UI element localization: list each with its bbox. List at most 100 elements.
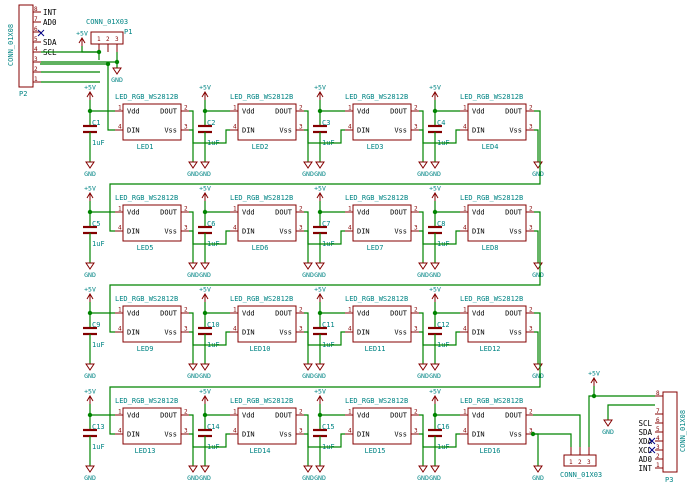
led-part-name: LED_RGB_WS2812B bbox=[115, 397, 178, 405]
wire bbox=[434, 211, 460, 213]
gnd-symbol: GND bbox=[314, 465, 326, 482]
pin-number: 1 bbox=[348, 206, 352, 213]
gnd-triangle bbox=[315, 262, 325, 270]
wire bbox=[81, 46, 100, 60]
pin-name-dout: DOUT bbox=[275, 412, 293, 420]
pin-name-vss: Vss bbox=[394, 127, 407, 135]
wire bbox=[434, 110, 460, 112]
wire bbox=[189, 110, 230, 144]
led-part-name: LED_RGB_WS2812B bbox=[345, 397, 408, 405]
gnd-triangle bbox=[315, 161, 325, 169]
gnd-triangle bbox=[533, 161, 543, 169]
pin-number: 4 bbox=[463, 124, 467, 131]
pin-number: 3 bbox=[115, 36, 119, 43]
gnd-symbol: GND bbox=[532, 465, 544, 482]
pin-name-vdd: Vdd bbox=[472, 108, 485, 116]
gnd-symbol: GND bbox=[417, 465, 429, 482]
gnd-symbol: GND bbox=[417, 262, 429, 279]
pwr-symbol: +5V bbox=[199, 388, 211, 404]
pwr-label: +5V bbox=[429, 286, 441, 294]
led-part-name: LED_RGB_WS2812B bbox=[115, 93, 178, 101]
led-ref: LED16 bbox=[479, 447, 500, 455]
wire bbox=[204, 211, 230, 213]
pin-number: 4 bbox=[233, 124, 237, 131]
pin-number: 1 bbox=[118, 409, 122, 416]
gnd-triangle bbox=[533, 465, 543, 473]
pin-name-dout: DOUT bbox=[160, 310, 178, 318]
pin-number: 4 bbox=[348, 428, 352, 435]
gnd-triangle bbox=[603, 419, 613, 427]
pin-number: 2 bbox=[299, 105, 303, 112]
pin-number: 4 bbox=[463, 225, 467, 232]
pin-number: 5 bbox=[34, 36, 38, 43]
wire bbox=[189, 211, 230, 245]
pin-number: 4 bbox=[233, 326, 237, 333]
pin-number: 1 bbox=[97, 36, 101, 43]
wire bbox=[434, 414, 460, 416]
pin-number: 4 bbox=[463, 326, 467, 333]
gnd-label: GND bbox=[84, 170, 96, 178]
gnd-label: GND bbox=[187, 474, 199, 482]
wire bbox=[419, 110, 460, 144]
gnd-triangle bbox=[430, 262, 440, 270]
gnd-label: GND bbox=[199, 170, 211, 178]
pin-name-dout: DOUT bbox=[505, 209, 523, 217]
gnd-symbol: GND bbox=[187, 161, 199, 178]
wire bbox=[319, 211, 345, 213]
no-connect-mark bbox=[648, 446, 656, 454]
gnd-triangle bbox=[85, 161, 95, 169]
gnd-label: GND bbox=[602, 428, 614, 436]
gnd-symbol: GND bbox=[84, 262, 96, 279]
gnd-symbol: GND bbox=[302, 363, 314, 380]
gnd-label: GND bbox=[187, 372, 199, 380]
gnd-symbol: GND bbox=[302, 465, 314, 482]
led-body bbox=[352, 204, 412, 242]
pin-name-dout: DOUT bbox=[505, 108, 523, 116]
gnd-symbol: GND bbox=[417, 363, 429, 380]
pin-name-vss: Vss bbox=[279, 228, 292, 236]
pwr-label: +5V bbox=[84, 388, 96, 396]
gnd-triangle bbox=[418, 465, 428, 473]
pin-number: 4 bbox=[348, 326, 352, 333]
led-ref: LED13 bbox=[134, 447, 155, 455]
led-part-name: LED_RGB_WS2812B bbox=[345, 295, 408, 303]
pin-number: 7 bbox=[34, 16, 38, 23]
pin-number: 3 bbox=[34, 56, 38, 63]
gnd-triangle bbox=[303, 363, 313, 371]
pin-name-vss: Vss bbox=[394, 431, 407, 439]
pin-name-vdd: Vdd bbox=[472, 310, 485, 318]
signal-label: SDA bbox=[638, 428, 652, 437]
pin-number: 2 bbox=[414, 206, 418, 213]
pin-number: 4 bbox=[118, 225, 122, 232]
cap-ref: C4 bbox=[437, 119, 445, 127]
wire bbox=[419, 312, 460, 346]
gnd-symbol: GND bbox=[302, 161, 314, 178]
wire bbox=[319, 414, 345, 416]
gnd-symbol: GND bbox=[187, 262, 199, 279]
wire bbox=[319, 312, 345, 314]
pin-name-din: DIN bbox=[357, 431, 370, 439]
gnd-label: GND bbox=[187, 170, 199, 178]
wire bbox=[189, 312, 230, 346]
cap-ref: C13 bbox=[92, 423, 105, 431]
led-body bbox=[237, 407, 297, 445]
pin-name-vdd: Vdd bbox=[242, 108, 255, 116]
gnd-symbol: GND bbox=[187, 465, 199, 482]
pin-name-vdd: Vdd bbox=[242, 209, 255, 217]
led-body bbox=[352, 407, 412, 445]
conn-body bbox=[18, 4, 34, 88]
cap-ref: C3 bbox=[322, 119, 330, 127]
conn-body bbox=[662, 391, 678, 473]
wire bbox=[607, 404, 655, 420]
pin-name-vdd: Vdd bbox=[472, 209, 485, 217]
cap-ref: C12 bbox=[437, 321, 450, 329]
wire bbox=[204, 110, 230, 112]
pwr-label: +5V bbox=[199, 286, 211, 294]
